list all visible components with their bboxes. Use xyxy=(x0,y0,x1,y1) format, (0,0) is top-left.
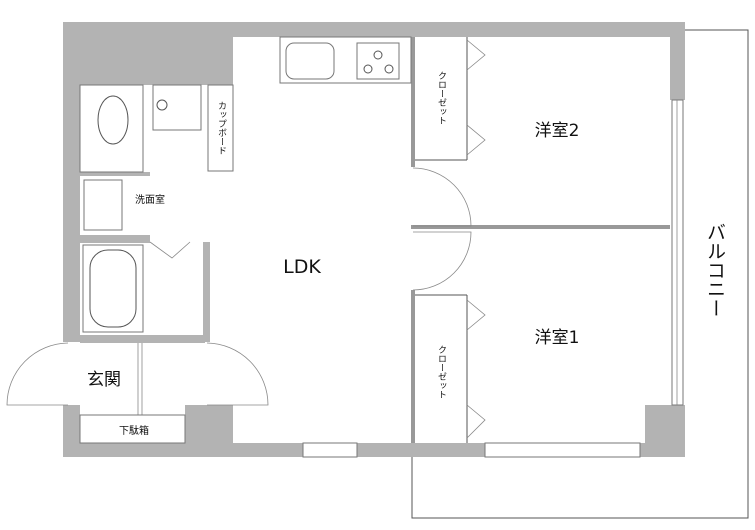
cupboard xyxy=(207,84,234,172)
window-ldk xyxy=(302,442,358,458)
label-shoe-cabinet: 下駄箱 xyxy=(119,424,149,437)
entrance-door xyxy=(6,342,69,406)
room-label-balcony: バルコニー xyxy=(704,223,726,318)
bathroom xyxy=(82,244,144,333)
label-cupboard: カップボード xyxy=(216,101,227,155)
window-right xyxy=(671,99,684,406)
door-room1 xyxy=(412,231,472,291)
vanity-icon xyxy=(83,179,123,231)
entrance-door-2 xyxy=(206,342,269,406)
room-label-entrance: 玄関 xyxy=(87,370,121,390)
bathtub-icon xyxy=(89,249,137,328)
balcony-outline xyxy=(411,29,749,519)
washing-machine-icon xyxy=(152,84,202,131)
sink-icon xyxy=(285,42,335,80)
window-room1 xyxy=(484,442,641,458)
toilet-room xyxy=(79,84,144,173)
door-room2 xyxy=(412,167,472,227)
stove-icon xyxy=(356,42,400,80)
room-label-western-1: 洋室1 xyxy=(535,328,580,348)
toilet-icon xyxy=(97,95,129,145)
label-closet-upper: クローゼット xyxy=(436,71,447,125)
label-closet-lower: クローゼット xyxy=(436,345,447,399)
room-label-ldk: LDK xyxy=(283,256,321,278)
room-label-western-2: 洋室2 xyxy=(535,121,580,141)
shoe-cabinet xyxy=(79,414,186,444)
room-label-washroom: 洗面室 xyxy=(135,193,165,206)
